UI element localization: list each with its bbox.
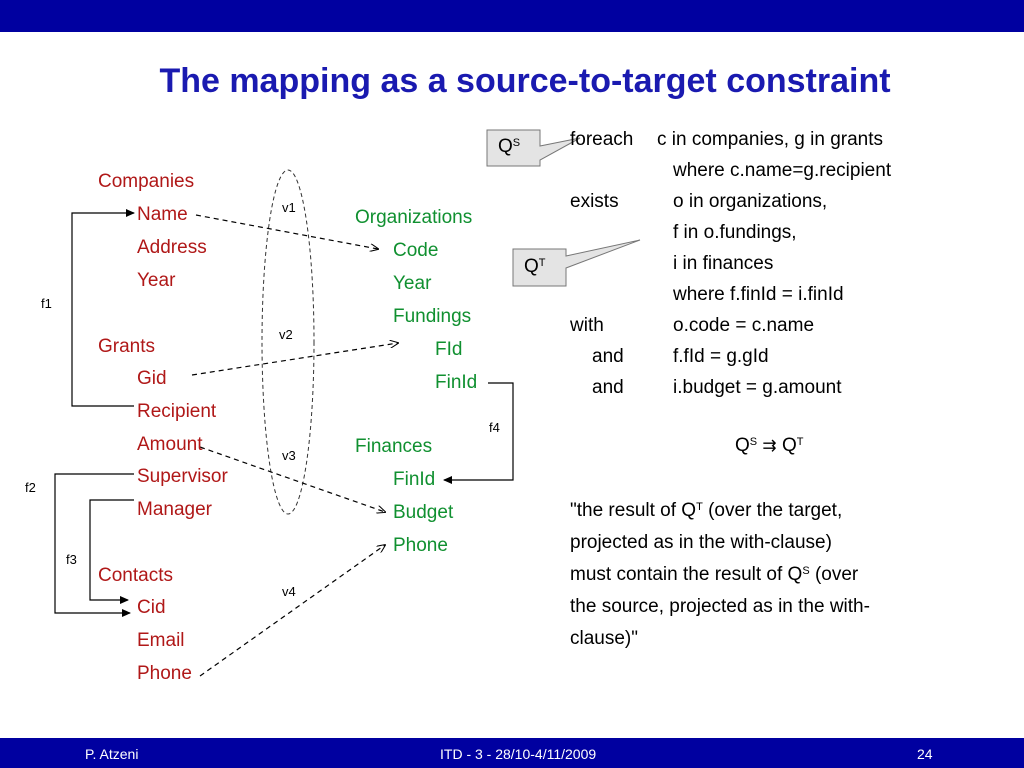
footer-bar: P. Atzeni ITD - 3 - 28/10-4/11/2009 24: [0, 738, 1024, 768]
query-line: where c.name=g.recipient: [673, 160, 892, 181]
query-line: f in o.fundings,: [673, 222, 797, 243]
query-line: i.budget = g.amount: [673, 377, 842, 398]
v2-line: [191, 343, 398, 376]
quote-text: (over the target,: [702, 500, 843, 521]
query-keyword: foreach: [570, 129, 634, 150]
query-line: i in finances: [673, 253, 774, 274]
v1-line: [195, 214, 378, 249]
query-line: c in companies, g in grants: [657, 129, 884, 150]
quote-text: the source, projected as in the with-: [570, 596, 870, 617]
contacts-email: Email: [137, 630, 185, 651]
top-bar: [0, 0, 1024, 32]
query-keyword: and: [592, 377, 624, 398]
slide-title: The mapping as a source-to-target constr…: [159, 62, 891, 100]
query-line: o in organizations,: [673, 191, 828, 212]
page-number: 24: [917, 746, 933, 762]
quote-text: (over: [809, 564, 859, 585]
companies-year: Year: [137, 270, 176, 291]
v2-label: v2: [279, 327, 293, 342]
query-line: where f.finId = i.finId: [673, 284, 844, 305]
query-keyword: exists: [570, 191, 619, 212]
f2-label: f2: [25, 480, 36, 495]
quote-text: clause)": [570, 628, 638, 649]
v3-label: v3: [282, 448, 296, 463]
footer-course: ITD - 3 - 28/10-4/11/2009: [440, 746, 597, 762]
grants-amount: Amount: [137, 434, 203, 455]
v4-line: [199, 545, 385, 677]
fundings-finid: FinId: [435, 372, 478, 393]
f1-line: [71, 209, 135, 407]
contacts-phone: Phone: [137, 663, 192, 684]
v4-label: v4: [282, 584, 296, 599]
organizations-label: Organizations: [355, 207, 473, 228]
quote-text: "the result of Q: [570, 500, 697, 521]
finances-phone: Phone: [393, 535, 448, 556]
contacts-label: Contacts: [98, 565, 173, 586]
footer-author: P. Atzeni: [85, 746, 139, 762]
qs-callout: [486, 129, 581, 167]
quote-superscript: S: [802, 565, 810, 577]
organizations-year: Year: [393, 273, 432, 294]
correspondence-ellipse: [261, 169, 315, 515]
finances-finid: FinId: [393, 469, 436, 490]
fundings-fid: FId: [435, 339, 463, 360]
explanation-quote: "the result of QT (over the target, proje…: [570, 495, 870, 655]
f3-label: f3: [66, 552, 77, 567]
grants-manager: Manager: [137, 499, 212, 520]
grants-gid: Gid: [137, 368, 167, 389]
quote-superscript: T: [696, 501, 703, 513]
organizations-code: Code: [393, 240, 439, 261]
companies-name: Name: [137, 204, 188, 225]
contacts-cid: Cid: [137, 597, 166, 618]
f1-label: f1: [41, 296, 52, 311]
finances-label: Finances: [355, 436, 433, 457]
query-line: o.code = c.name: [673, 315, 815, 336]
companies-label: Companies: [98, 171, 195, 192]
grants-recipient: Recipient: [137, 401, 217, 422]
query-keyword: and: [592, 346, 624, 367]
quote-text: projected as in the with-clause): [570, 532, 832, 553]
v1-label: v1: [282, 200, 296, 215]
query-line: f.fId = g.gId: [673, 346, 769, 367]
finances-budget: Budget: [393, 502, 454, 523]
companies-address: Address: [137, 237, 207, 258]
qs-callout-label: QS: [498, 136, 521, 157]
grants-supervisor: Supervisor: [137, 466, 228, 487]
f2-line: [54, 473, 134, 617]
f3-line: [89, 499, 134, 604]
f4-line: [443, 382, 514, 484]
query-keyword: with: [570, 315, 604, 336]
qt-callout-label: QT: [524, 256, 546, 277]
constraint-formula: QS ⇉ QT: [735, 435, 804, 456]
grants-label: Grants: [98, 336, 156, 357]
quote-text: must contain the result of Q: [570, 564, 803, 585]
organizations-fundings: Fundings: [393, 306, 472, 327]
qt-callout: [512, 239, 641, 287]
v3-line: [199, 446, 385, 512]
f4-label: f4: [489, 420, 500, 435]
